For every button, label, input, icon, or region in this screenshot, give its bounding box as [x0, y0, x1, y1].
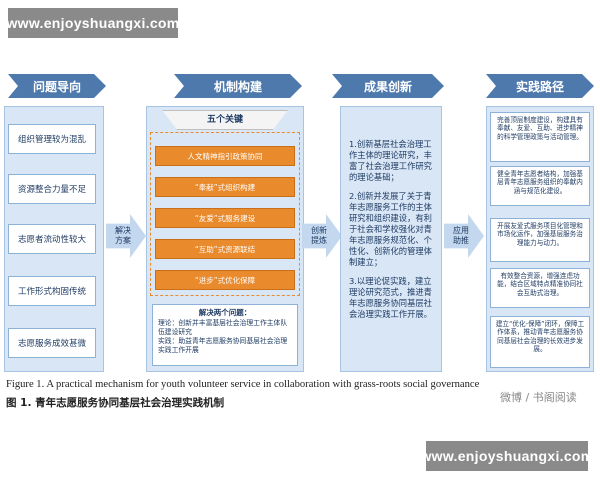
- arrow-label: 创新提炼: [311, 226, 327, 245]
- key-item: “进步”式优化保障: [155, 270, 295, 290]
- header-path: 实践路径: [486, 74, 594, 98]
- arrow-innovate: 创新提炼: [302, 214, 342, 258]
- header-problem: 问题导向: [8, 74, 106, 98]
- innovation-panel: 1.创新基层社会治理工作主体的理论研究，丰富了社会治理工作研究的理论基础； 2.…: [340, 106, 442, 372]
- arrow-label: 应用助推: [453, 226, 469, 245]
- two-points-practice: 实践：助益青年志愿服务协同基层社会治理实践工作开展: [158, 337, 288, 354]
- innovation-item: 3.以理论促实践，建立理论研究范式，推进青年志愿服务协同基层社会治理实践工作开展…: [349, 276, 432, 319]
- innovation-item: 1.创新基层社会治理工作主体的理论研究，丰富了社会治理工作研究的理论基础；: [349, 139, 432, 182]
- two-points-box: 解决两个问题： 理论：创新并丰富基层社会治理工作主体队伍建设研究 实践：助益青年…: [152, 304, 298, 366]
- caption-english: Figure 1. A practical mechanism for yout…: [6, 379, 480, 390]
- path-item: 开展友爱式服务项目化管理和市场化运作，加强基层服务治理能力与动力。: [490, 218, 590, 262]
- weibo-mark: 微博 / 书阁阅读: [500, 391, 577, 404]
- watermark-bottom: www.enjoyshuangxi.com: [420, 441, 593, 471]
- header-innovation: 成果创新: [332, 74, 444, 98]
- key-item: 人文精神指引政策协同: [155, 146, 295, 166]
- caption-chinese: 图 1. 青年志愿服务协同基层社会治理实践机制: [6, 397, 225, 409]
- path-item: 健全青年志愿者结构，加强基层青年志愿服务组织的奉献内涵与规范化建设。: [490, 166, 590, 206]
- path-item: 建立“优化-保障”闭环，保障工作体系，推动青年志愿服务协同基层社会治理的长效进步…: [490, 316, 590, 368]
- arrow-apply: 应用助推: [444, 214, 484, 258]
- watermark-top: www.enjoyshuangxi.com: [6, 8, 179, 38]
- path-item: 有效整合资源，增强连虑功能，结合区域特点精准协同社会互助式治理。: [490, 268, 590, 308]
- key-item: “互助”式资源联结: [155, 239, 295, 259]
- two-points-title: 解决两个问题：: [198, 308, 252, 317]
- innovation-item: 2.创新并发展了关于青年志愿服务工作的主体研究和组织建设，有利于社会和学校强化对…: [349, 191, 432, 267]
- problem-item: 志愿服务成效甚微: [8, 328, 96, 358]
- key-item: “奉献”式组织构建: [155, 177, 295, 197]
- problem-item: 工作形式构固传统: [8, 276, 96, 306]
- arrow-solution: 解决方案: [106, 214, 146, 258]
- key-item: “友爱”式服务建设: [155, 208, 295, 228]
- problem-item: 志愿者流动性较大: [8, 224, 96, 254]
- problem-item: 资源整合力量不足: [8, 174, 96, 204]
- five-keys-frame: [150, 132, 300, 296]
- path-item: 完善顶层制度建设，构建具有奉献、友爱、互助、进步精神的科学管理政策与活动管理。: [490, 112, 590, 162]
- arrow-label: 解决方案: [115, 226, 131, 245]
- problem-item: 组织管理较为混乱: [8, 124, 96, 154]
- five-keys-title: 五个关键: [206, 115, 243, 125]
- two-points-theory: 理论：创新并丰富基层社会治理工作主体队伍建设研究: [158, 319, 288, 336]
- header-mechanism: 机制构建: [174, 74, 302, 98]
